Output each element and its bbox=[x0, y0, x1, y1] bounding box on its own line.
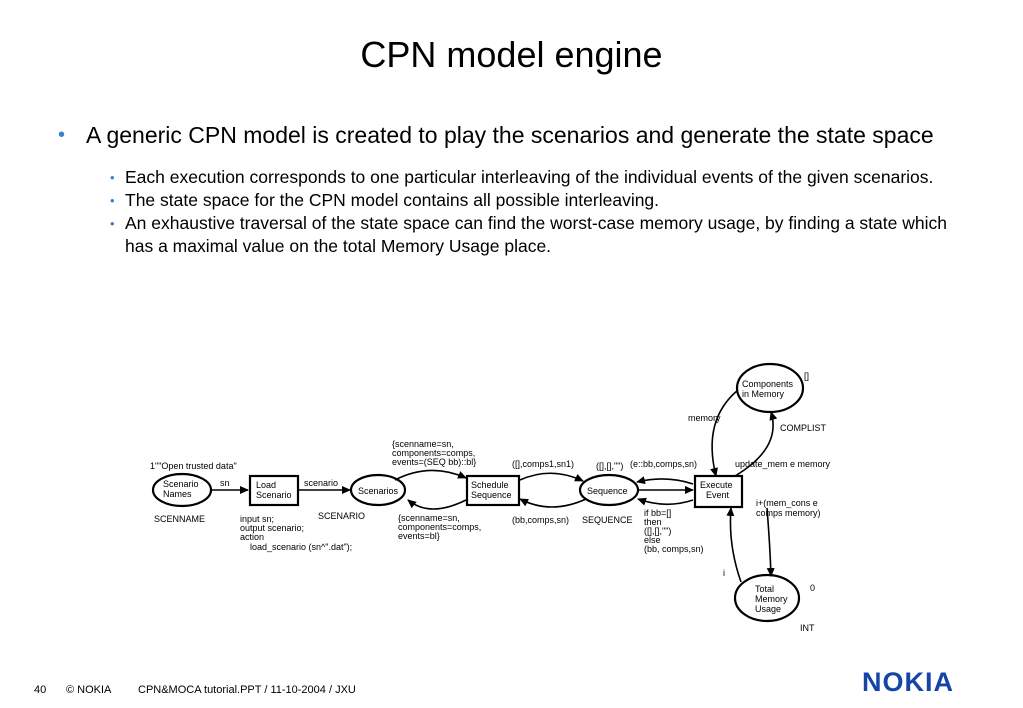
transition-label: Load bbox=[256, 480, 276, 490]
bullet-icon: • bbox=[110, 170, 115, 185]
bullet-icon: • bbox=[110, 216, 115, 231]
sub-bullet: • The state space for the CPN model cont… bbox=[110, 189, 958, 212]
place-label: Sequence bbox=[587, 486, 628, 496]
arc-memory bbox=[710, 389, 739, 477]
arc-scenarios-to-schedule bbox=[394, 469, 467, 481]
arc-label: {scenname=sn, bbox=[398, 513, 460, 523]
arc-label: comps memory) bbox=[756, 508, 821, 518]
arc-label: i+(mem_cons e bbox=[756, 498, 818, 508]
arc-label: scenario bbox=[304, 478, 338, 488]
place-total-memory-usage bbox=[733, 573, 801, 623]
arc-label: events=bl} bbox=[398, 531, 440, 541]
page-number: 40 bbox=[34, 684, 47, 696]
color-set-label: INT bbox=[800, 623, 815, 633]
bullet-icon: • bbox=[58, 124, 66, 146]
arc-sequence-to-schedule bbox=[519, 498, 587, 508]
transition-label: Execute bbox=[700, 480, 733, 490]
main-bullet: • A generic CPN model is created to play… bbox=[58, 120, 958, 150]
sub-bullet: • Each execution corresponds to one part… bbox=[110, 166, 958, 189]
transition-execute-event bbox=[693, 474, 744, 509]
place-components-in-memory bbox=[735, 362, 805, 414]
sub-bullet-text: Each execution corresponds to one partic… bbox=[125, 167, 934, 187]
arc-label: (bb, comps,sn) bbox=[644, 544, 704, 554]
sub-bullet-list: • Each execution corresponds to one part… bbox=[110, 166, 958, 258]
arc-label: ([],[],"") bbox=[596, 461, 623, 471]
place-label: Usage bbox=[755, 604, 781, 614]
arc-label: else bbox=[644, 535, 661, 545]
arc-label: components=comps, bbox=[392, 448, 475, 458]
place-sequence bbox=[578, 473, 640, 507]
footer-file-info: CPN&MOCA tutorial.PPT / 11-10-2004 / JXU bbox=[138, 684, 356, 696]
color-set-label: SEQUENCE bbox=[582, 515, 633, 525]
color-set-label: COMPLIST bbox=[780, 423, 827, 433]
place-label: Scenario bbox=[163, 479, 199, 489]
place-label: Components bbox=[742, 379, 794, 389]
transition-label: Scenario bbox=[256, 490, 292, 500]
code-line: output scenario; bbox=[240, 523, 304, 533]
arcs bbox=[210, 389, 778, 583]
code-line: load_scenario (sn^".dat"); bbox=[250, 542, 352, 552]
arc-label: sn bbox=[220, 478, 230, 488]
initial-marking: 0 bbox=[810, 583, 815, 593]
copyright: © NOKIA bbox=[66, 684, 112, 696]
initial-marking: [] bbox=[804, 371, 809, 381]
arc-label: ([],comps1,sn1) bbox=[512, 459, 574, 469]
transition-load-scenario bbox=[248, 474, 300, 507]
arc-execute-to-sequence-top bbox=[636, 476, 694, 485]
arc-label: (bb,comps,sn) bbox=[512, 515, 569, 525]
code-line: action bbox=[240, 532, 264, 542]
place-label: Scenarios bbox=[358, 486, 399, 496]
code-line: input sn; bbox=[240, 514, 274, 524]
arc-label: update_mem e memory bbox=[735, 459, 831, 469]
arc-label: i bbox=[723, 568, 725, 578]
arc-label: events=(SEQ bb)::bl} bbox=[392, 457, 476, 467]
arc-label: then bbox=[644, 517, 662, 527]
transition-label: Event bbox=[706, 490, 730, 500]
sub-bullet-text: An exhaustive traversal of the state spa… bbox=[125, 213, 947, 256]
arc-label: (e::bb,comps,sn) bbox=[630, 459, 697, 469]
sub-bullet-text: The state space for the CPN model contai… bbox=[125, 190, 660, 210]
arc-execute-to-sequence-bottom bbox=[637, 497, 694, 506]
arc-label: components=comps, bbox=[398, 522, 481, 532]
slide-title: CPN model engine bbox=[360, 34, 663, 75]
main-bullet-text: A generic CPN model is created to play t… bbox=[86, 122, 934, 148]
transition-label: Schedule bbox=[471, 480, 509, 490]
arc-update-memory bbox=[734, 411, 778, 477]
place-label: in Memory bbox=[742, 389, 785, 399]
transition-schedule-sequence bbox=[465, 474, 521, 507]
transition-label: Sequence bbox=[471, 490, 512, 500]
place-scenarios bbox=[349, 473, 407, 507]
color-set-label: SCENNAME bbox=[154, 514, 205, 524]
slide-content: • A generic CPN model is created to play… bbox=[58, 120, 958, 258]
arc-label: if bb=[] bbox=[644, 508, 671, 518]
arc-total-in bbox=[766, 507, 775, 577]
place-scenario-names bbox=[151, 472, 213, 508]
bullet-icon: • bbox=[110, 193, 115, 208]
place-label: Memory bbox=[755, 594, 788, 604]
arc-label: {scenname=sn, bbox=[392, 439, 454, 449]
arc-schedule-to-sequence bbox=[519, 472, 584, 482]
arc-label: memory bbox=[688, 413, 721, 423]
place-label: Names bbox=[163, 489, 192, 499]
arc-i bbox=[726, 507, 742, 583]
sub-bullet: • An exhaustive traversal of the state s… bbox=[110, 212, 958, 258]
nokia-logo: NOKIA bbox=[862, 667, 954, 697]
arc-label: ([],[],"") bbox=[644, 526, 671, 536]
place-label: Total bbox=[755, 584, 774, 594]
color-set-label: SCENARIO bbox=[318, 511, 365, 521]
initial-marking: 1""Open trusted data" bbox=[150, 461, 237, 471]
arc-schedule-to-scenarios bbox=[407, 499, 467, 510]
